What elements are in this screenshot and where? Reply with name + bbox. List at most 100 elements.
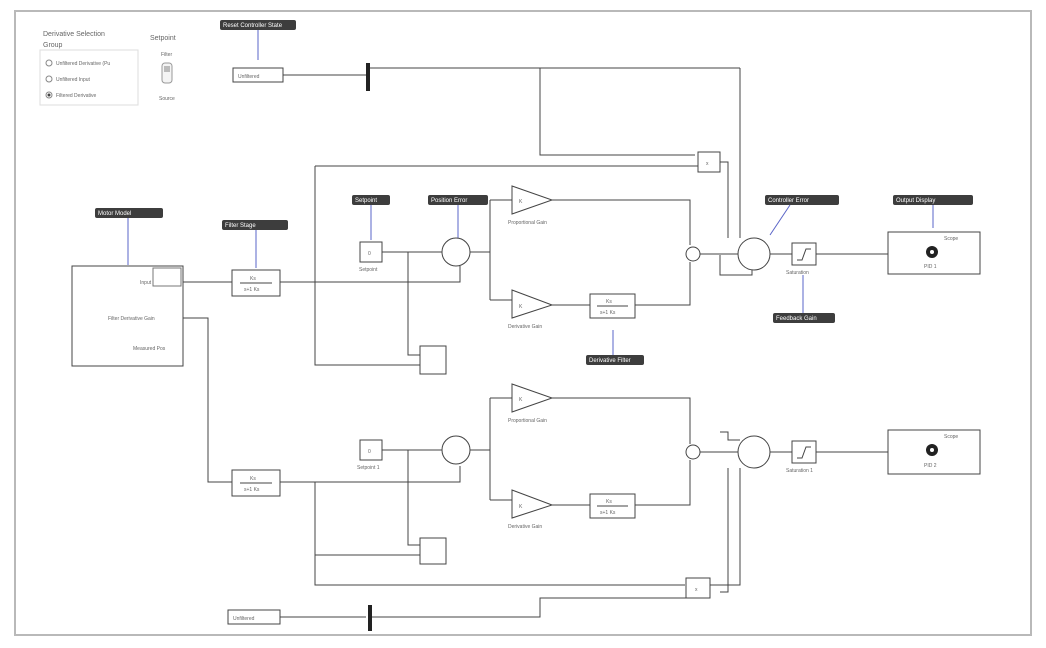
- setpoint-constant-bottom[interactable]: 0 Setpoint 1: [357, 439, 383, 471]
- sum-control-top[interactable]: [737, 237, 771, 271]
- svg-text:Setpoint 1: Setpoint 1: [357, 465, 380, 471]
- tag-link: [769, 204, 791, 236]
- der-gain-bottom[interactable]: K Derivative Gain: [508, 489, 554, 530]
- svg-text:Proportional Gain: Proportional Gain: [508, 220, 547, 226]
- svg-text:Motor Model: Motor Model: [98, 211, 131, 217]
- setpoint-constant-top[interactable]: 0 Setpoint: [359, 241, 383, 273]
- tag-controller: Controller Error: [765, 195, 839, 205]
- svg-text:Filter Derivative Gain: Filter Derivative Gain: [108, 316, 155, 322]
- scope-output-bottom[interactable]: Scope PID 2: [887, 429, 981, 475]
- svg-text:K: K: [519, 397, 523, 403]
- svg-text:Setpoint: Setpoint: [359, 267, 378, 273]
- tf-filter-bottom[interactable]: Ks s+1 Ks: [231, 469, 281, 497]
- svg-text:Saturation: Saturation: [786, 270, 809, 276]
- radio-option-2[interactable]: Filtered Derivative: [45, 91, 97, 99]
- svg-text:Unfiltered: Unfiltered: [233, 616, 255, 622]
- svg-text:Controller Error: Controller Error: [768, 198, 809, 204]
- svg-text:Ks: Ks: [250, 276, 256, 282]
- svg-text:Proportional Gain: Proportional Gain: [508, 418, 547, 424]
- switch-title: Setpoint: [150, 35, 176, 42]
- product-block-bottom[interactable]: x: [685, 577, 711, 599]
- svg-text:PID 2: PID 2: [924, 463, 937, 469]
- svg-text:Scope: Scope: [944, 434, 958, 440]
- switch-top-label: Filter: [161, 52, 172, 58]
- svg-text:Input: Input: [140, 280, 152, 286]
- switch-bottom-label: Source: [159, 96, 175, 102]
- svg-text:s+1 Ks: s+1 Ks: [244, 487, 260, 493]
- tag-motor-model: Motor Model: [95, 208, 163, 218]
- panel-group: Group: [43, 42, 63, 49]
- radio-icon[interactable]: [45, 59, 53, 67]
- reset-block-bottom[interactable]: Unfiltered: [227, 609, 281, 625]
- svg-text:Output Display: Output Display: [896, 198, 935, 204]
- svg-text:0: 0: [368, 251, 371, 257]
- svg-text:Filter Stage: Filter Stage: [225, 223, 256, 229]
- radio-selected-dot: [47, 93, 51, 97]
- radio-option-0[interactable]: Unfiltered Derivative (Pu: [45, 59, 110, 67]
- panel-title: Derivative Selection: [43, 31, 105, 38]
- svg-text:Measured Pos: Measured Pos: [133, 346, 166, 352]
- sum-pd-bottom[interactable]: [685, 444, 701, 460]
- plant-subsystem[interactable]: Input Filter Derivative Gain Measured Po…: [71, 265, 184, 367]
- tf-derivative-bottom[interactable]: Ks s+1 Ks: [589, 493, 636, 519]
- svg-text:K: K: [519, 504, 523, 510]
- tag-filter: Filter Stage: [222, 220, 288, 230]
- sum-error-bottom[interactable]: [441, 435, 471, 465]
- svg-text:Ks: Ks: [606, 499, 612, 505]
- mux-bar-bottom: [368, 605, 372, 631]
- svg-text:PID 1: PID 1: [924, 264, 937, 270]
- svg-text:Saturation 1: Saturation 1: [786, 468, 813, 474]
- diagram-frame: [14, 10, 1032, 636]
- svg-text:s+1 Ks: s+1 Ks: [244, 287, 260, 293]
- svg-text:Setpoint: Setpoint: [355, 198, 377, 204]
- scope-mini-bottom[interactable]: [419, 537, 447, 565]
- tag-reset-controller: Reset Controller State: [220, 20, 296, 30]
- reset-block-top[interactable]: Unfiltered: [232, 67, 284, 83]
- product-block-top[interactable]: x: [697, 151, 721, 173]
- prop-gain-bottom[interactable]: K Proportional Gain: [508, 383, 554, 424]
- sum-error-top[interactable]: [441, 237, 471, 267]
- tf-derivative-top[interactable]: Ks s+1 Ks: [589, 293, 636, 319]
- svg-text:0: 0: [368, 449, 371, 455]
- radio-label: Filtered Derivative: [56, 93, 97, 99]
- tag-derivative: Derivative Filter: [586, 355, 644, 365]
- wires: [183, 67, 888, 618]
- scope-output-top[interactable]: Scope PID 1: [887, 231, 981, 275]
- mux-bar-top: [366, 63, 370, 91]
- radio-option-1[interactable]: Unfiltered Input: [45, 75, 91, 83]
- tf-filter-top[interactable]: Ks s+1 Ks: [231, 269, 281, 297]
- svg-text:Position Error: Position Error: [431, 198, 467, 204]
- sum-pd-top[interactable]: [685, 246, 701, 262]
- prop-gain-top[interactable]: K Proportional Gain: [508, 185, 554, 226]
- tag-setpoint: Setpoint: [352, 195, 390, 205]
- svg-text:Feedback Gain: Feedback Gain: [776, 316, 817, 322]
- svg-text:x: x: [706, 161, 709, 167]
- der-gain-top[interactable]: K Derivative Gain: [508, 289, 554, 330]
- scope-mini-top[interactable]: [419, 345, 447, 375]
- svg-text:K: K: [519, 199, 523, 205]
- tag-gain: Position Error: [428, 195, 488, 205]
- svg-text:Reset Controller State: Reset Controller State: [223, 23, 283, 29]
- svg-text:Ks: Ks: [250, 476, 256, 482]
- derivative-selection-panel: Derivative Selection Group Unfiltered De…: [39, 31, 176, 106]
- svg-text:Scope: Scope: [944, 236, 958, 242]
- radio-label: Unfiltered Derivative (Pu: [56, 61, 110, 67]
- svg-text:x: x: [695, 587, 698, 593]
- radio-icon[interactable]: [45, 75, 53, 83]
- panel-groupbox: [39, 49, 139, 106]
- sum-control-bottom[interactable]: [737, 435, 771, 469]
- switch-knob[interactable]: [164, 66, 170, 72]
- radio-label: Unfiltered Input: [56, 77, 91, 83]
- svg-text:Derivative Filter: Derivative Filter: [589, 358, 631, 364]
- svg-text:Ks: Ks: [606, 299, 612, 305]
- svg-text:Unfiltered: Unfiltered: [238, 74, 260, 80]
- tag-feedback: Feedback Gain: [773, 313, 835, 323]
- svg-text:s+1 Ks: s+1 Ks: [600, 310, 616, 316]
- svg-text:K: K: [519, 304, 523, 310]
- svg-text:Derivative Gain: Derivative Gain: [508, 524, 542, 530]
- saturation-top[interactable]: Saturation: [786, 242, 817, 276]
- tag-output: Output Display: [893, 195, 973, 205]
- saturation-bottom[interactable]: Saturation 1: [786, 440, 817, 474]
- svg-text:s+1 Ks: s+1 Ks: [600, 510, 616, 516]
